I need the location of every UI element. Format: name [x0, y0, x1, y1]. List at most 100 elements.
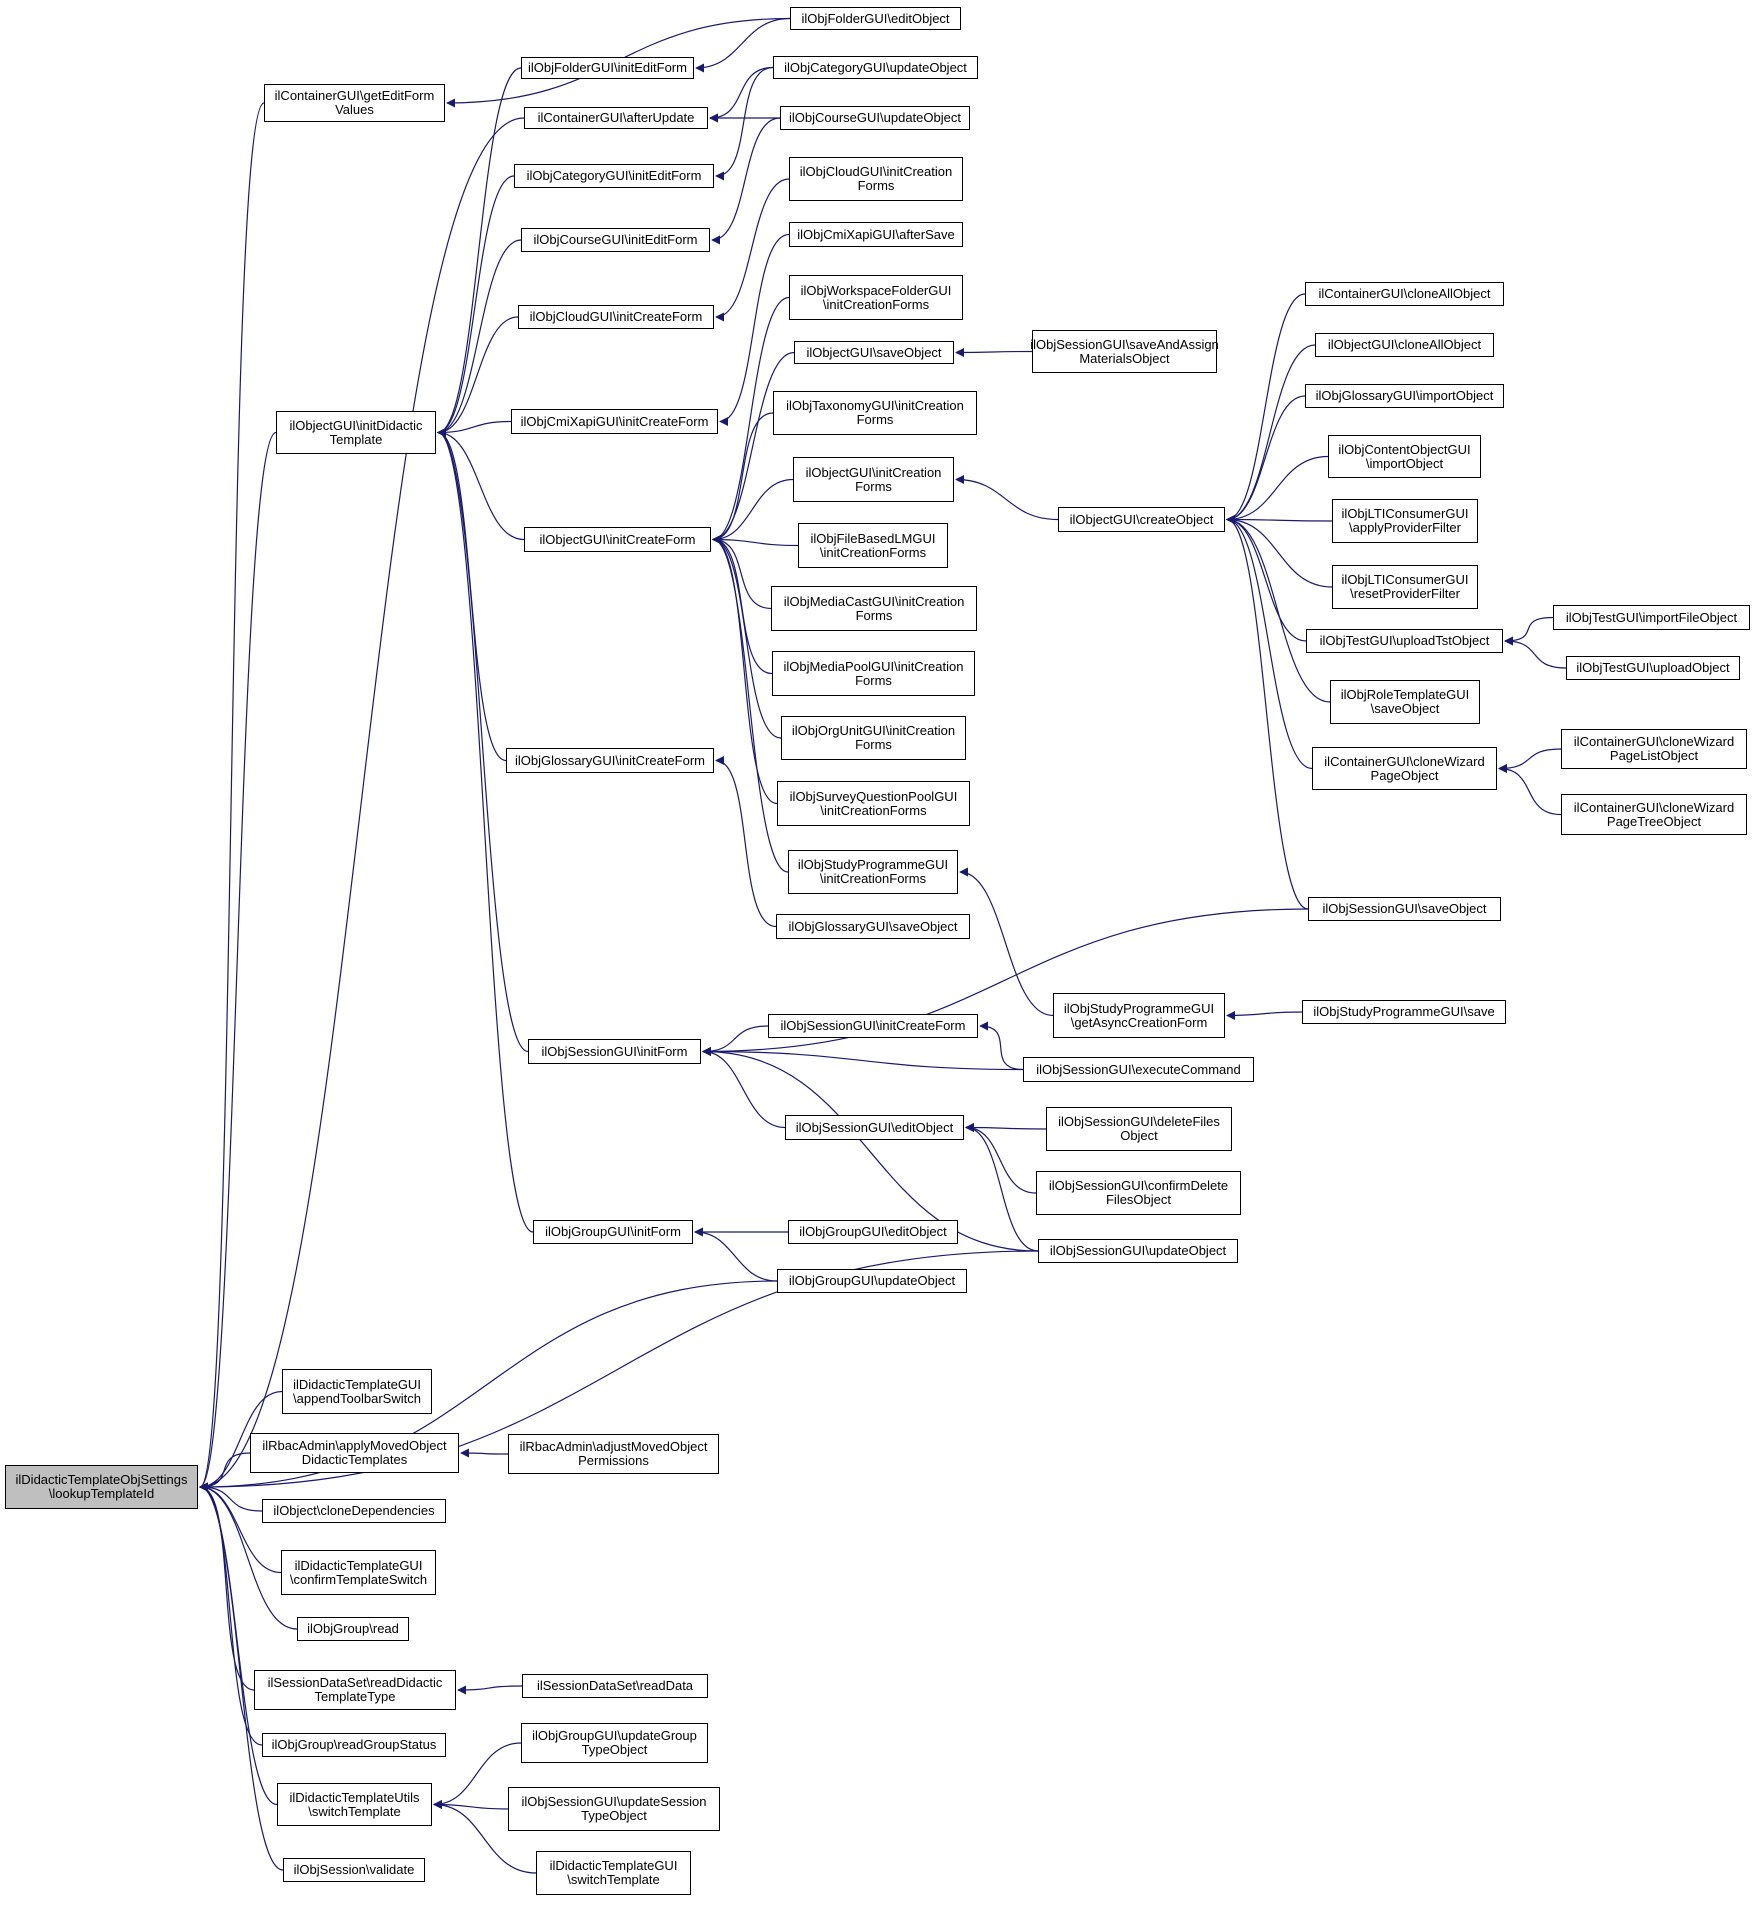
node-ilobjgroupgui-updateobject[interactable]: ilObjGroupGUI\updateObject	[777, 1269, 967, 1293]
node-ilobjgroup-read[interactable]: ilObjGroup\read	[297, 1617, 409, 1641]
node-label-line: ilObjTaxonomyGUI\initCreation	[786, 398, 964, 413]
node-ilobjglossarygui-importobject[interactable]: ilObjGlossaryGUI\importObject	[1305, 384, 1504, 408]
node-ilobjglossarygui-saveobject[interactable]: ilObjGlossaryGUI\saveObject	[776, 914, 970, 939]
node-ilobjgroup-readgroupstatus[interactable]: ilObjGroup\readGroupStatus	[262, 1733, 446, 1757]
node-ilobjtestgui-uploadobject[interactable]: ilObjTestGUI\uploadObject	[1566, 656, 1740, 680]
edge-surveyPool-to-ogInitCreate	[712, 535, 778, 805]
edge-ogInitCreate-to-ogInitDid	[437, 428, 525, 541]
node-ilobjstudyprogrammegui-getasynccreationform[interactable]: ilObjStudyProgrammeGUI\getAsyncCreationF…	[1053, 993, 1225, 1038]
edge-objClone-to-root	[199, 1482, 263, 1512]
node-label-line: ilObjGroupGUI\initForm	[545, 1224, 681, 1239]
node-ilobjsessiongui-saveobject[interactable]: ilObjSessionGUI\saveObject	[1308, 897, 1501, 921]
node-ilsessiondataset-readdata[interactable]: ilSessionDataSet\readData	[522, 1674, 708, 1698]
node-ilobjcategorygui-initeditform[interactable]: ilObjCategoryGUI\initEditForm	[514, 164, 714, 188]
node-ildidactictemplategui-confirmtemplateswitch[interactable]: ilDidacticTemplateGUI\confirmTemplateSwi…	[281, 1550, 436, 1595]
node-ilobjcoursegui-initeditform[interactable]: ilObjCourseGUI\initEditForm	[521, 228, 710, 252]
edge-cloudCreat-to-cloudInit	[715, 178, 790, 322]
node-ilobjstudyprogrammegui-initcreationforms[interactable]: ilObjStudyProgrammeGUI\initCreationForms	[788, 850, 958, 894]
node-ilobjfoldergui-editobject[interactable]: ilObjFolderGUI\editObject	[790, 7, 961, 30]
node-ilobjlticonsumergui-applyproviderfilter[interactable]: ilObjLTIConsumerGUI\applyProviderFilter	[1332, 499, 1478, 543]
edge-sessValidate-to-root	[199, 1482, 284, 1871]
node-label-line: ilDidacticTemplateUtils	[289, 1789, 420, 1805]
node-ilobjfilebasedlmgui-initcreationforms[interactable]: ilObjFileBasedLMGUI\initCreationForms	[798, 523, 948, 568]
edge-sessUpd-to-sessEdit	[965, 1123, 1039, 1252]
node-ilobjgroupgui-initform[interactable]: ilObjGroupGUI\initForm	[533, 1220, 693, 1244]
edge-courseInit-to-ogInitDid	[437, 239, 522, 437]
node-ilcontainergui-cloneallobject[interactable]: ilContainerGUI\cloneAllObject	[1305, 282, 1504, 306]
node-ilobjsessiongui-initform[interactable]: ilObjSessionGUI\initForm	[528, 1039, 701, 1064]
node-label-line: Object	[1120, 1128, 1158, 1143]
edge-testUploadTst-to-ogCreate	[1226, 515, 1307, 642]
node-ilobjcoursegui-updateobject[interactable]: ilObjCourseGUI\updateObject	[780, 106, 970, 130]
node-ildidactictemplategui-switchtemplate[interactable]: ilDidacticTemplateGUI\switchTemplate	[536, 1851, 691, 1895]
node-ilobjroletemplategui-saveobject[interactable]: ilObjRoleTemplateGUI\saveObject	[1330, 680, 1480, 724]
node-ilobjectgui-createobject[interactable]: ilObjectGUI\createObject	[1058, 507, 1225, 532]
node-label-line: MaterialsObject	[1079, 350, 1170, 366]
node-label-line: ilObjectGUI\createObject	[1069, 511, 1214, 527]
node-label-line: PageObject	[1370, 767, 1439, 783]
node-ildidactictemplategui-appendtoolbarswitch[interactable]: ilDidacticTemplateGUI\appendToolbarSwitc…	[282, 1369, 432, 1414]
node-label-line: Values	[335, 102, 374, 117]
node-ilobjcmixapigui-aftersave[interactable]: ilObjCmiXapiGUI\afterSave	[789, 222, 963, 247]
node-ilobjfoldergui-initeditform[interactable]: ilObjFolderGUI\initEditForm	[521, 57, 694, 79]
node-label-line: \initCreationForms	[819, 544, 927, 560]
node-ildidactictemplateutils-switchtemplate[interactable]: ilDidacticTemplateUtils\switchTemplate	[277, 1783, 432, 1826]
node-ilcontainergui-afterupdate[interactable]: ilContainerGUI\afterUpdate	[524, 107, 708, 129]
node-ilobject-clonedependencies[interactable]: ilObject\cloneDependencies	[262, 1499, 446, 1523]
edge-groupStatus-to-root	[199, 1482, 263, 1746]
node-ilobjglossarygui-initcreateform[interactable]: ilObjGlossaryGUI\initCreateForm	[506, 748, 714, 773]
node-ilobjectgui-initcreateform[interactable]: ilObjectGUI\initCreateForm	[524, 527, 711, 552]
node-ilobjcmixapigui-initcreateform[interactable]: ilObjCmiXapiGUI\initCreateForm	[511, 409, 718, 434]
node-ilobjtestgui-uploadtstobject[interactable]: ilObjTestGUI\uploadTstObject	[1306, 629, 1503, 653]
node-ilobjsession-validate[interactable]: ilObjSession\validate	[283, 1858, 425, 1882]
node-ilobjsurveyquestionpoolgui-initcreationforms[interactable]: ilObjSurveyQuestionPoolGUI\initCreationF…	[777, 781, 970, 826]
node-ilobjlticonsumergui-resetproviderfilter[interactable]: ilObjLTIConsumerGUI\resetProviderFilter	[1332, 565, 1478, 609]
node-ilobjsessiongui-executecommand[interactable]: ilObjSessionGUI\executeCommand	[1023, 1057, 1254, 1082]
edge-cgCloneAll-to-ogCreate	[1226, 293, 1306, 524]
node-ilobjsessiongui-editobject[interactable]: ilObjSessionGUI\editObject	[785, 1115, 964, 1140]
edge-didSwitch-to-utilsSwitch	[433, 1800, 537, 1874]
node-label-line: ilContainerGUI\cloneWizard	[1324, 753, 1485, 769]
node-ildidactictemplateobjsettings-lookuptemplateid[interactable]: ilDidacticTemplateObjSettings\lookupTemp…	[5, 1465, 198, 1509]
node-ilobjworkspacefoldergui-initcreationforms[interactable]: ilObjWorkspaceFolderGUI\initCreationForm…	[789, 275, 963, 320]
node-label-line: ilObjSurveyQuestionPoolGUI	[789, 788, 958, 804]
edge-ogCloneAll-to-ogCreate	[1226, 344, 1316, 524]
edge-testImport-to-testUploadTst	[1504, 616, 1554, 646]
node-ilobjcategorygui-updateobject[interactable]: ilObjCategoryGUI\updateObject	[773, 56, 978, 79]
edge-ltiApply-to-ogCreate	[1226, 515, 1333, 525]
node-ilobjcloudgui-initcreateform[interactable]: ilObjCloudGUI\initCreateForm	[518, 305, 714, 329]
node-ilobjgroupgui-editobject[interactable]: ilObjGroupGUI\editObject	[788, 1220, 958, 1244]
node-ilobjsessiongui-updateobject[interactable]: ilObjSessionGUI\updateObject	[1038, 1239, 1238, 1263]
node-ilobjectgui-cloneallobject[interactable]: ilObjectGUI\cloneAllObject	[1315, 333, 1494, 357]
node-ilobjcontentobjectgui-importobject[interactable]: ilObjContentObjectGUI\importObject	[1328, 435, 1481, 478]
edge-sessEdit-to-sessInitForm	[702, 1047, 786, 1129]
node-ilobjstudyprogrammegui-save[interactable]: ilObjStudyProgrammeGUI\save	[1302, 1000, 1506, 1024]
node-ilobjsessiongui-initcreateform[interactable]: ilObjSessionGUI\initCreateForm	[768, 1014, 978, 1038]
node-label-line: ilObjSession\validate	[293, 1862, 415, 1877]
edge-glossSave-to-glossInit	[715, 756, 777, 928]
node-ilobjectgui-saveobject[interactable]: ilObjectGUI\saveObject	[794, 341, 954, 364]
node-label-line: ilSessionDataSet\readData	[536, 1678, 694, 1693]
node-label-line: ilObjRoleTemplateGUI	[1340, 687, 1470, 702]
node-ilobjtestgui-importfileobject[interactable]: ilObjTestGUI\importFileObject	[1553, 605, 1750, 630]
edge-ltiReset-to-ogCreate	[1226, 515, 1333, 588]
